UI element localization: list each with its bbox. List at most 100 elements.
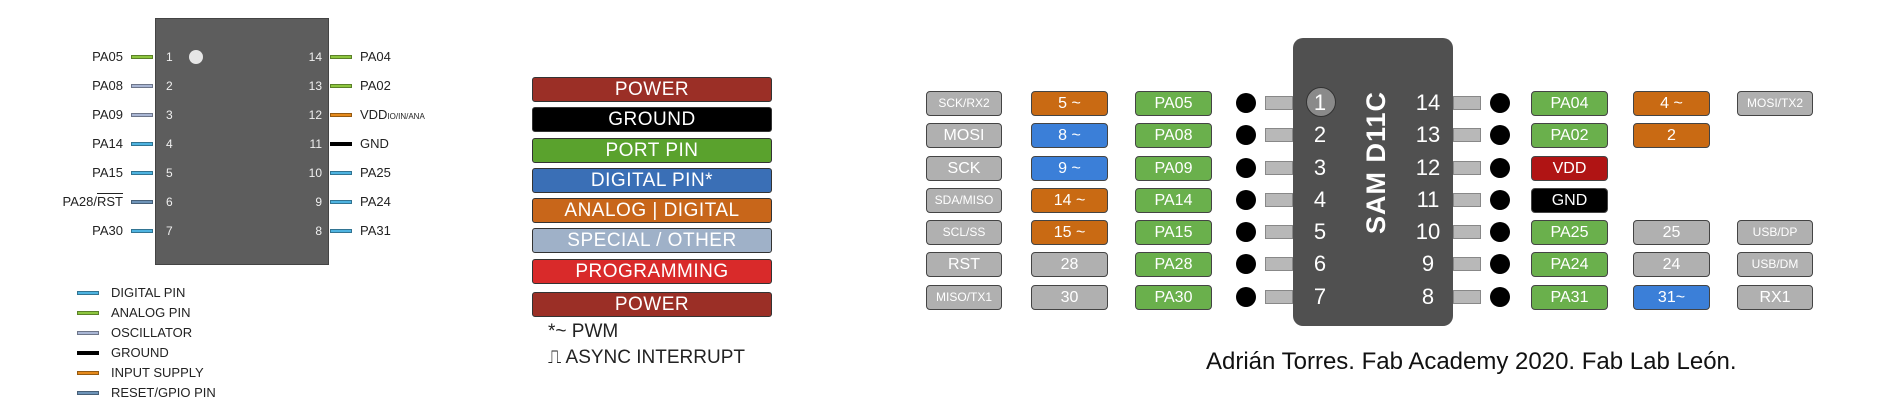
pin-box: USB/DM xyxy=(1737,252,1813,277)
legend-swatch xyxy=(77,351,99,355)
datasheet-pin-label: GND xyxy=(360,136,389,151)
pin-box: 15 ~ xyxy=(1031,220,1108,245)
datasheet-pin-label: PA14 xyxy=(92,136,123,151)
connector-dot xyxy=(1236,254,1256,274)
pin-stub xyxy=(1265,225,1293,239)
chip-pin-number: 11 xyxy=(1416,187,1440,212)
connector-dot xyxy=(1490,190,1510,210)
chip-pin-number: 8 xyxy=(1421,284,1435,309)
pin-box: 4 ~ xyxy=(1633,91,1710,116)
pin-box: 24 xyxy=(1633,252,1710,277)
datasheet-pin-line xyxy=(330,84,352,88)
connector-dot xyxy=(1490,125,1510,145)
pin-box: 25 xyxy=(1633,220,1710,245)
pin-box: 2 xyxy=(1633,123,1710,148)
pin-stub xyxy=(1265,193,1293,207)
datasheet-pin-line xyxy=(330,113,352,117)
connector-dot xyxy=(1490,158,1510,178)
connector-dot xyxy=(1236,190,1256,210)
pin-box: 9 ~ xyxy=(1031,156,1108,181)
legend-swatch xyxy=(77,291,99,295)
pin-box: USB/DP xyxy=(1737,220,1813,245)
pin-box: VDD xyxy=(1531,156,1608,181)
pin-stub xyxy=(1265,128,1293,142)
pin1-circle-marker xyxy=(1306,87,1336,117)
pin-stub xyxy=(1265,96,1293,110)
pin-box: PA04 xyxy=(1531,91,1608,116)
datasheet-pin-line xyxy=(131,171,153,175)
key-note: ⎍ ASYNC INTERRUPT xyxy=(548,347,745,368)
datasheet-pin-label: PA28/RST xyxy=(62,194,123,209)
datasheet-pin-label: PA05 xyxy=(92,49,123,64)
chip-pin-number: 5 xyxy=(1313,219,1327,244)
connector-dot xyxy=(1490,93,1510,113)
datasheet-pin-line xyxy=(330,200,352,204)
datasheet-pin-label: PA02 xyxy=(360,78,391,93)
pin-stub xyxy=(1453,290,1481,304)
key-bar: ANALOG | DIGITAL xyxy=(532,198,772,223)
connector-dot xyxy=(1236,158,1256,178)
datasheet-pin-label: PA04 xyxy=(360,49,391,64)
legend-swatch xyxy=(77,311,99,315)
datasheet-pin-line xyxy=(131,55,153,59)
legend-label: ANALOG PIN xyxy=(111,305,191,320)
key-note: *~ PWM xyxy=(548,321,619,342)
connector-dot xyxy=(1236,222,1256,242)
datasheet-pin-line xyxy=(131,229,153,233)
pin-box: SCK xyxy=(926,156,1002,181)
legend-swatch xyxy=(77,391,99,395)
pin-stub xyxy=(1453,193,1481,207)
connector-dot xyxy=(1236,125,1256,145)
datasheet-pin-number: 14 xyxy=(308,50,322,64)
datasheet-pin-number: 12 xyxy=(308,108,322,122)
pin-stub xyxy=(1453,257,1481,271)
datasheet-pin-label: PA31 xyxy=(360,223,391,238)
pin-box: PA09 xyxy=(1135,156,1212,181)
datasheet-pin-label: PA09 xyxy=(92,107,123,122)
chip-pin-number: 1 xyxy=(1313,90,1327,115)
pin-box: MOSI/TX2 xyxy=(1737,91,1813,116)
connector-dot xyxy=(1490,222,1510,242)
datasheet-pin-number: 11 xyxy=(309,137,322,151)
pin-box: 28 xyxy=(1031,252,1108,277)
pin-box: MOSI xyxy=(926,123,1002,148)
pin-box: 30 xyxy=(1031,285,1108,310)
legend-label: RESET/GPIO PIN xyxy=(111,385,216,400)
datasheet-pin-label: PA24 xyxy=(360,194,391,209)
credit-text: Adrián Torres. Fab Academy 2020. Fab Lab… xyxy=(1206,348,1737,375)
datasheet-pin-number: 4 xyxy=(166,137,173,151)
datasheet-pin-label: PA15 xyxy=(92,165,123,180)
datasheet-pin-line xyxy=(131,142,153,146)
datasheet-pin-label: VDDIO/IN/ANA xyxy=(360,107,425,122)
pin-box: PA25 xyxy=(1531,220,1608,245)
chip-pin-number: 9 xyxy=(1421,251,1435,276)
chip-pin-number: 12 xyxy=(1415,155,1441,180)
connector-dot xyxy=(1236,287,1256,307)
pin-box: PA05 xyxy=(1135,91,1212,116)
key-bar: POWER xyxy=(532,77,772,102)
chip-pin-number: 4 xyxy=(1313,187,1327,212)
chip-pin-number: 13 xyxy=(1415,122,1441,147)
key-bar: PROGRAMMING xyxy=(532,259,772,284)
legend-label: GROUND xyxy=(111,345,169,360)
datasheet-pin-label: PA30 xyxy=(92,223,123,238)
pin-stub xyxy=(1453,161,1481,175)
chip-pin-number: 2 xyxy=(1313,122,1327,147)
connector-dot xyxy=(1236,93,1256,113)
datasheet-pin-number: 3 xyxy=(166,108,173,122)
pin-box: MISO/TX1 xyxy=(926,285,1002,310)
datasheet-pin-line xyxy=(131,113,153,117)
key-bar: PORT PIN xyxy=(532,138,772,163)
pin-box: RX1 xyxy=(1737,285,1813,310)
legend-swatch xyxy=(77,371,99,375)
connector-dot xyxy=(1490,254,1510,274)
pin-box: PA08 xyxy=(1135,123,1212,148)
datasheet-pin-number: 9 xyxy=(315,195,322,209)
pin-box: 31~ xyxy=(1633,285,1710,310)
datasheet-pin-number: 10 xyxy=(308,166,322,180)
datasheet-pin-number: 1 xyxy=(166,50,173,64)
legend-label: DIGITAL PIN xyxy=(111,285,186,300)
legend-label: INPUT SUPPLY xyxy=(111,365,204,380)
pin-box: PA24 xyxy=(1531,252,1608,277)
pin-box: PA14 xyxy=(1135,188,1212,213)
